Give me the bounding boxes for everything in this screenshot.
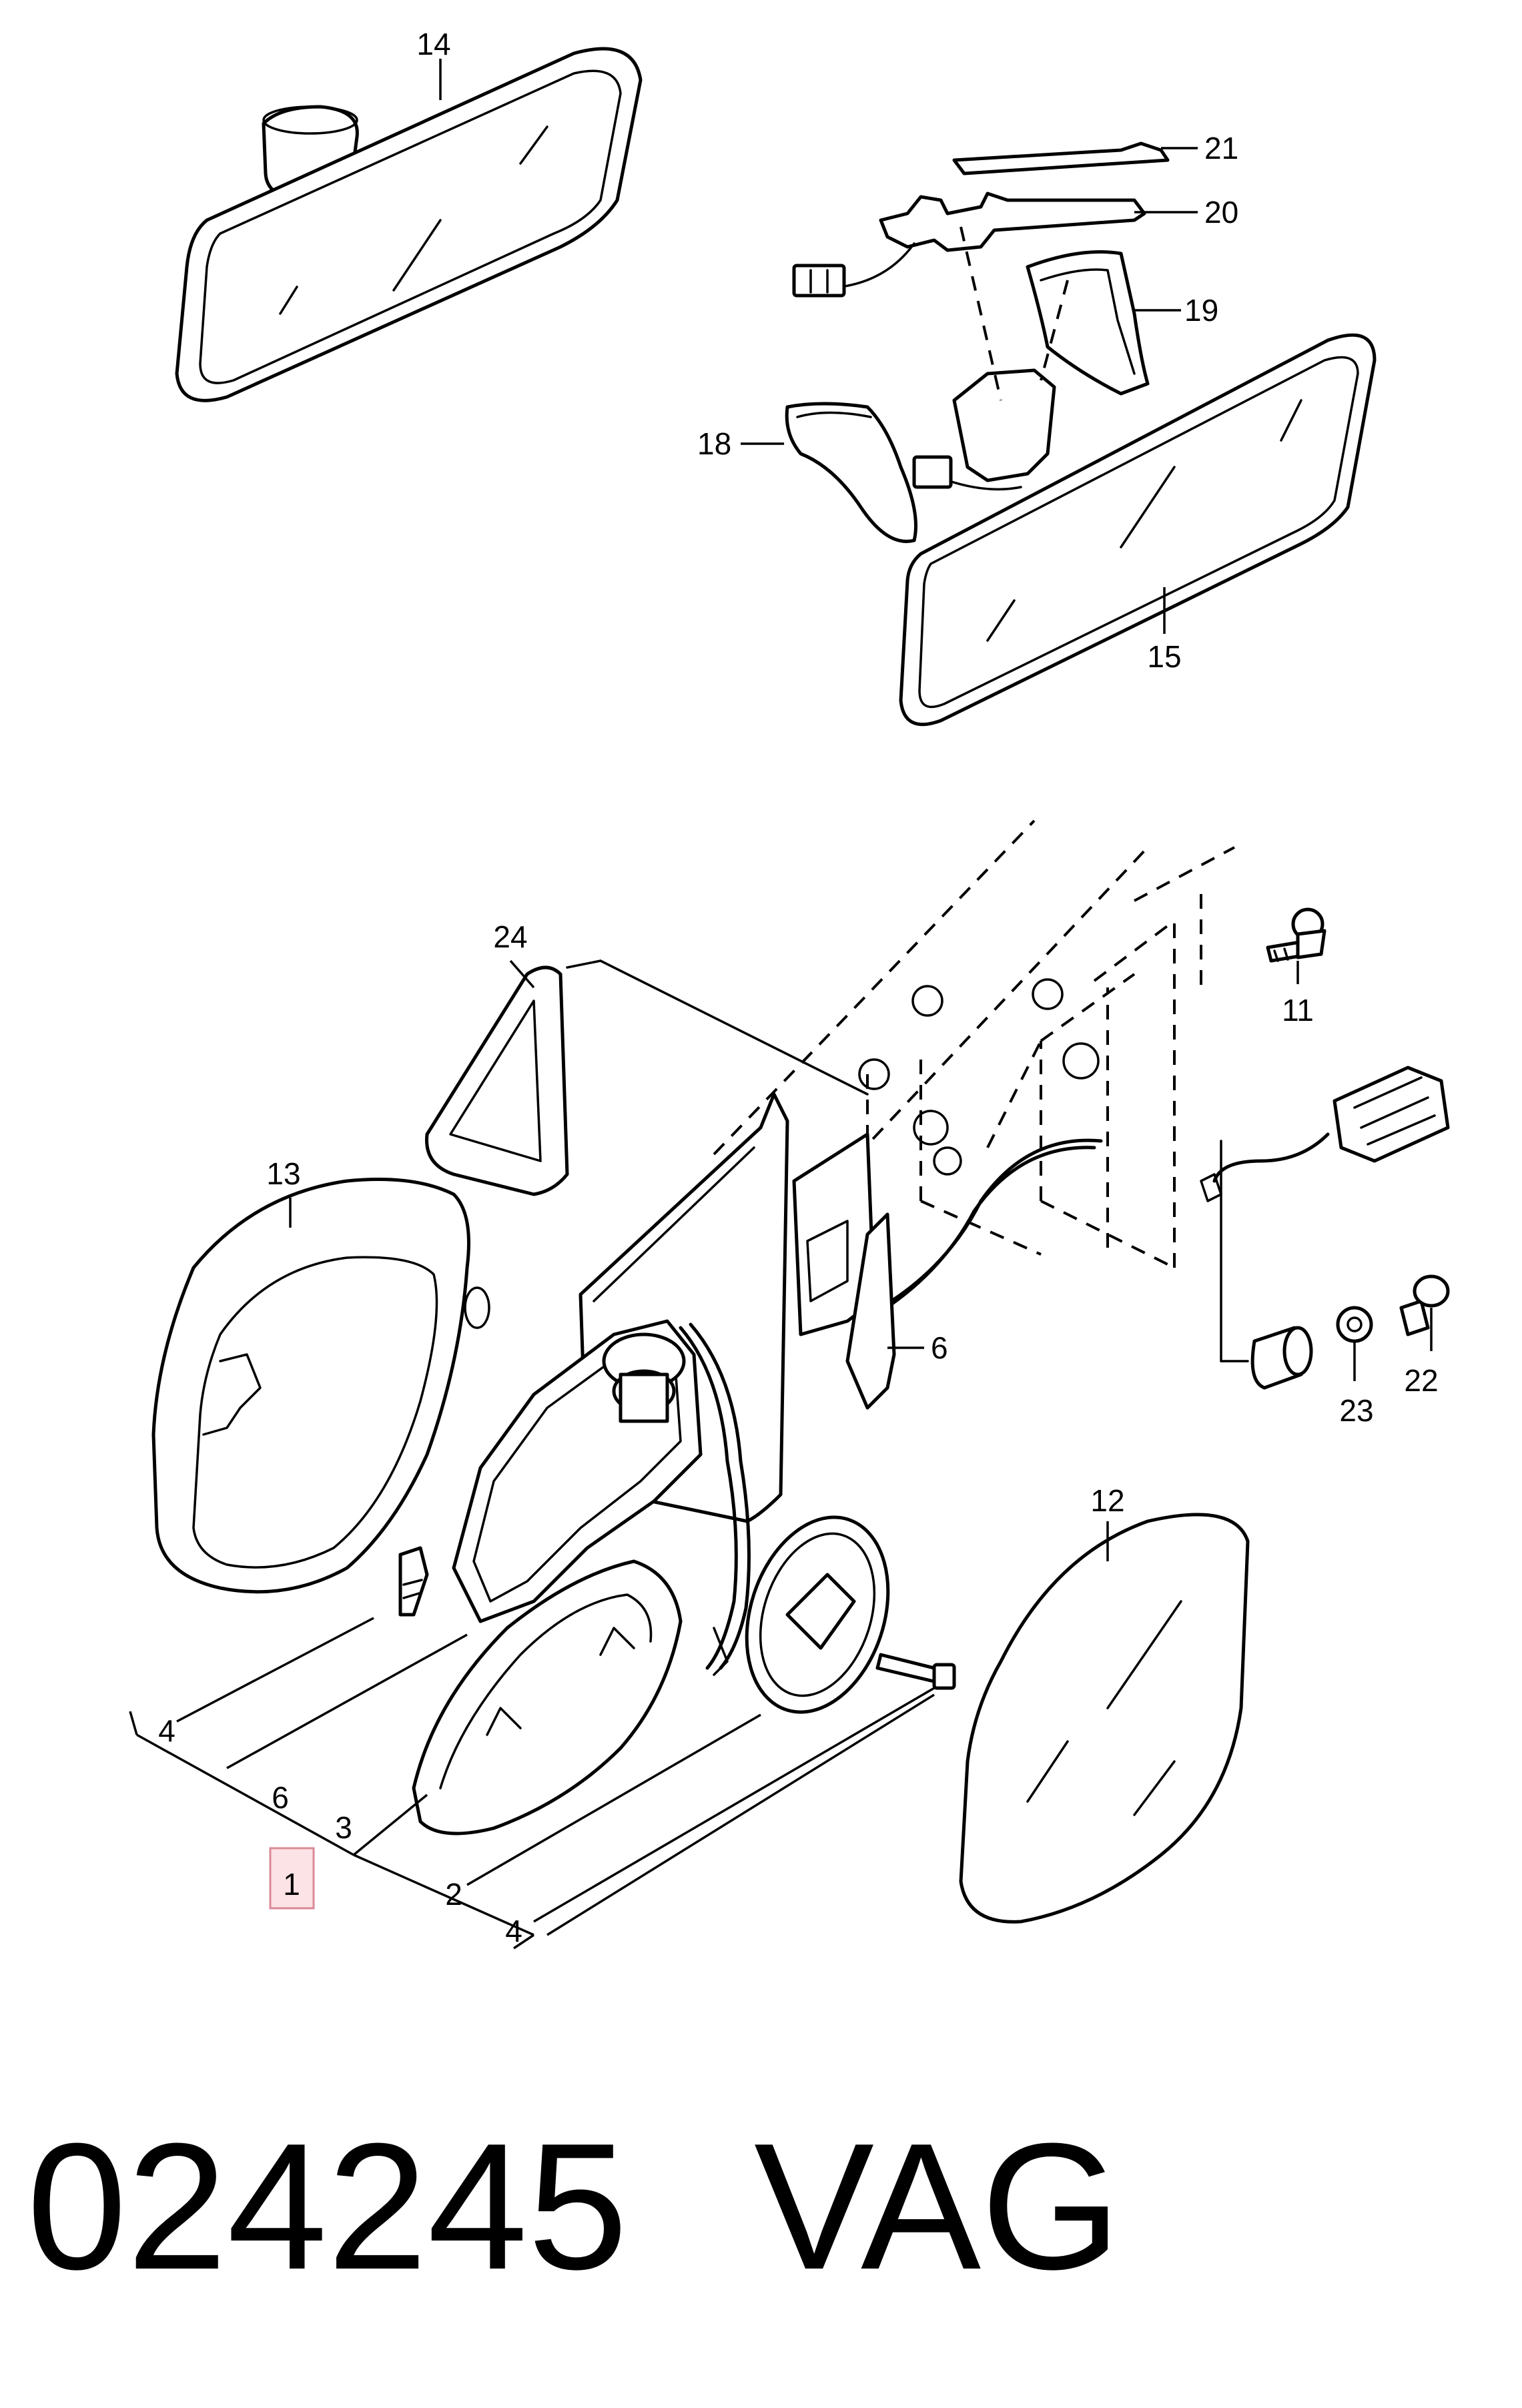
label-part-12: 12 xyxy=(1090,1483,1124,1518)
rearview-mirror-14 xyxy=(175,47,643,402)
label-part-2: 2 xyxy=(445,1877,462,1912)
label-part-22: 22 xyxy=(1404,1363,1438,1398)
label-part-11: 11 xyxy=(1282,993,1314,1028)
label-part-14: 14 xyxy=(416,27,450,61)
label-part-18: 18 xyxy=(697,426,731,461)
connector-plug xyxy=(1200,1066,1450,1362)
label-part-6-top: 6 xyxy=(931,1330,948,1365)
mirror-housing-13 xyxy=(151,1178,490,1594)
fasteners-22-23 xyxy=(1250,1274,1450,1390)
label-part-24: 24 xyxy=(493,919,527,954)
label-part-23: 23 xyxy=(1339,1393,1373,1428)
label-part-6-bottom: 6 xyxy=(272,1780,289,1815)
label-part-15: 15 xyxy=(1147,639,1181,674)
label-part-21: 21 xyxy=(1204,131,1238,165)
label-part-20: 20 xyxy=(1204,195,1238,230)
triangle-trim-24 xyxy=(425,965,569,1196)
mirror-base-assembly xyxy=(398,1092,896,1670)
part-number: 024245 xyxy=(27,2106,628,2307)
label-part-3: 3 xyxy=(335,1810,352,1845)
label-part-13: 13 xyxy=(266,1156,300,1191)
part-1-highlight xyxy=(269,1847,315,1910)
label-part-4-left: 4 xyxy=(158,1713,175,1748)
bolt-11 xyxy=(1266,907,1326,963)
label-part-1: 1 xyxy=(283,1867,300,1902)
leader-lines xyxy=(129,59,1433,1950)
mirror-glass-12 xyxy=(959,1513,1250,1924)
adjuster-motor-2 xyxy=(713,1515,956,1714)
lower-cover-3 xyxy=(412,1559,683,1836)
label-part-19: 19 xyxy=(1184,293,1218,328)
mirror-mount-assembly xyxy=(785,141,1377,727)
label-part-4-bottom: 4 xyxy=(505,1914,522,1948)
brand-name: VAG xyxy=(754,2106,1121,2307)
